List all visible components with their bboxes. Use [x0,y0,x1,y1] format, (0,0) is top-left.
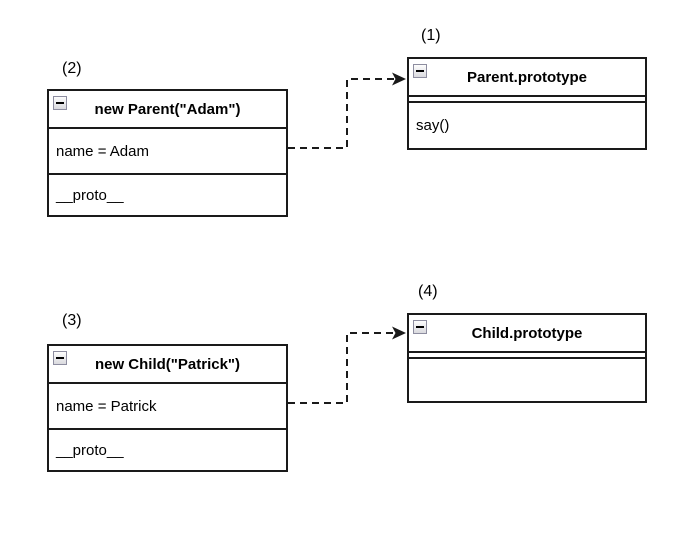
header-divider [409,97,645,103]
box-parent-instance[interactable]: new Parent("Adam") name = Adam __proto__ [47,89,288,217]
box-number-label-3: (3) [62,312,82,329]
box-title: Child.prototype [471,324,583,342]
field-row-name[interactable]: name = Patrick [49,384,286,430]
box-number-label-1: (1) [421,27,441,44]
arrowhead-icon [392,72,406,86]
box-title: new Child("Patrick") [94,355,241,373]
box-child-instance[interactable]: new Child("Patrick") name = Patrick __pr… [47,344,288,472]
method-row-say[interactable]: say() [416,117,450,134]
empty-row[interactable] [409,359,645,401]
box-header[interactable]: new Child("Patrick") [49,346,286,384]
box-header[interactable]: Parent.prototype [409,59,645,97]
minus-glyph [56,102,64,104]
collapse-minus-icon[interactable] [53,351,67,365]
box-number-label-2: (2) [62,60,82,77]
field-row-name[interactable]: name = Adam [49,129,286,175]
prototype-arrow-parent[interactable] [288,72,406,149]
minus-glyph [56,357,64,359]
prototype-arrow-child[interactable] [288,326,406,404]
box-title: Parent.prototype [466,68,587,86]
box-header[interactable]: Child.prototype [409,315,645,353]
field-row-proto[interactable]: __proto__ [56,186,124,204]
box-parent-prototype[interactable]: Parent.prototype say() [407,57,647,150]
collapse-minus-icon[interactable] [53,96,67,110]
box-header[interactable]: new Parent("Adam") [49,91,286,129]
arrowhead-icon [392,326,406,340]
minus-glyph [416,326,424,328]
minus-glyph [416,70,424,72]
box-title: new Parent("Adam") [94,100,241,118]
collapse-minus-icon[interactable] [413,64,427,78]
box-child-prototype[interactable]: Child.prototype [407,313,647,403]
box-number-label-4: (4) [418,283,438,300]
header-divider [409,353,645,359]
field-row-proto[interactable]: __proto__ [56,441,124,459]
collapse-minus-icon[interactable] [413,320,427,334]
